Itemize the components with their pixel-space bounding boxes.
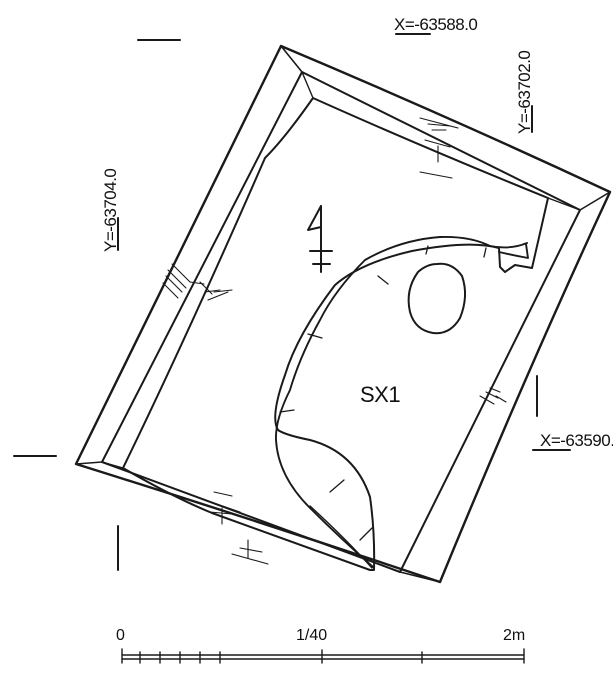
- coordinate-ticks: [13, 33, 571, 571]
- corner-joint-left: [75, 461, 103, 465]
- sx1-boundary-ticks: [279, 245, 487, 541]
- wall-base-line: [101, 71, 581, 573]
- corner-joint-top: [280, 45, 303, 73]
- ledge-step: [498, 243, 529, 259]
- coord-x-right: X=-63590.0: [540, 431, 613, 450]
- coord-y-top: Y=-63702.0: [515, 51, 534, 134]
- inner-floor-edge: [122, 97, 549, 571]
- sx1-boundary: [275, 235, 528, 568]
- scale-end-label: 2m: [503, 627, 525, 644]
- corner-joint-inner-right: [547, 197, 581, 211]
- scale-start-label: 0: [116, 627, 125, 644]
- coord-y-left: Y=-63704.0: [101, 169, 120, 252]
- corner-joint-bottom: [399, 571, 441, 583]
- inner-contact-line: [309, 505, 373, 569]
- corner-joint-right: [579, 191, 611, 211]
- slope-hachures: [162, 117, 507, 565]
- north-arrow-icon: [307, 205, 333, 273]
- corner-joint-inner-top: [301, 71, 314, 99]
- feature-label: SX1: [360, 382, 400, 407]
- scale-bar: [121, 648, 525, 664]
- corner-joint-inner-left: [101, 461, 124, 469]
- scale-ratio-label: 1/40: [296, 627, 327, 644]
- posthole-oval: [407, 262, 466, 335]
- coord-x-top: X=-63588.0: [394, 15, 477, 34]
